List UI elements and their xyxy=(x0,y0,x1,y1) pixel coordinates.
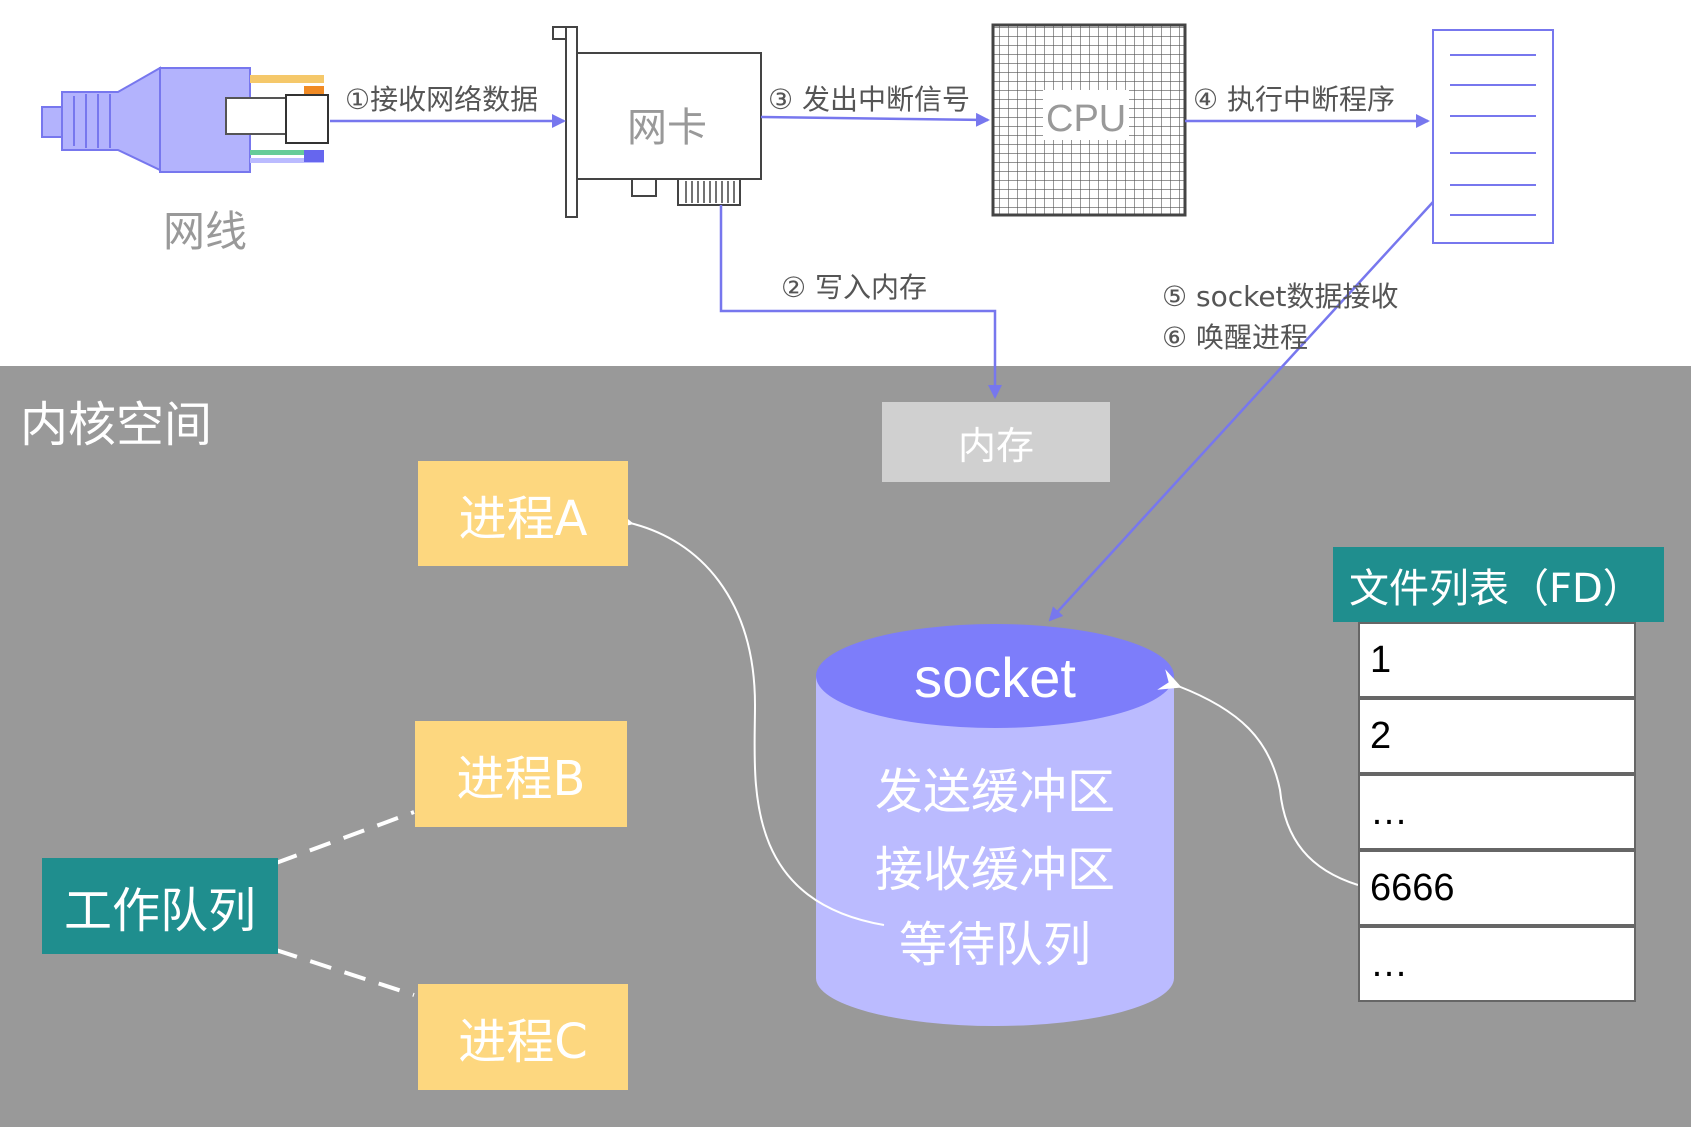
process-a-box: 进程A xyxy=(418,461,628,566)
network-cable-icon xyxy=(41,66,329,173)
socket-recv-buffer: 接收缓冲区 xyxy=(874,842,1115,898)
memory-box: 内存 xyxy=(882,402,1110,482)
step-2-label: ② 写入内存 xyxy=(781,271,928,304)
socket-title: socket xyxy=(914,646,1076,709)
kernel-space-title: 内核空间 xyxy=(20,397,213,453)
interrupt-program-icon xyxy=(1432,29,1554,244)
fd-row: 6666 xyxy=(1358,850,1636,926)
cable-label: 网线 xyxy=(163,207,248,256)
fd-list-title: 文件列表（FD） xyxy=(1333,547,1664,622)
process-b-box: 进程B xyxy=(415,721,627,827)
work-queue-link-c xyxy=(275,948,415,997)
step-5-label: ⑤ socket数据接收 xyxy=(1162,280,1399,313)
socket-wait-queue: 等待队列 xyxy=(898,917,1091,973)
arrow-wait-queue-to-process-a xyxy=(609,508,885,926)
fd-row: … xyxy=(1358,774,1636,850)
nic-card-icon xyxy=(552,26,762,218)
fd-row: … xyxy=(1358,926,1636,1002)
socket-send-buffer: 发送缓冲区 xyxy=(874,764,1115,820)
socket-cylinder xyxy=(816,624,1174,1026)
nic-label: 网卡 xyxy=(627,105,707,151)
step-6-label: ⑥ 唤醒进程 xyxy=(1162,321,1309,354)
work-queue-link-b xyxy=(275,810,415,865)
fd-row: 1 xyxy=(1358,622,1636,698)
cpu-chip-icon xyxy=(991,23,1187,217)
arrow-interrupt-signal xyxy=(760,112,990,127)
arrow-fd-to-socket xyxy=(1157,669,1359,886)
step-1-label: ①接收网络数据 xyxy=(345,83,539,116)
step-3-label: ③ 发出中断信号 xyxy=(768,83,971,116)
arrow-write-memory xyxy=(719,205,1002,399)
cpu-label: CPU xyxy=(1046,98,1127,140)
step-4-label: ④ 执行中断程序 xyxy=(1193,83,1396,116)
fd-row: 2 xyxy=(1358,698,1636,774)
process-c-box: 进程C xyxy=(418,984,628,1090)
work-queue-box: 工作队列 xyxy=(42,858,278,954)
arrow-socket-receive xyxy=(1048,201,1434,622)
